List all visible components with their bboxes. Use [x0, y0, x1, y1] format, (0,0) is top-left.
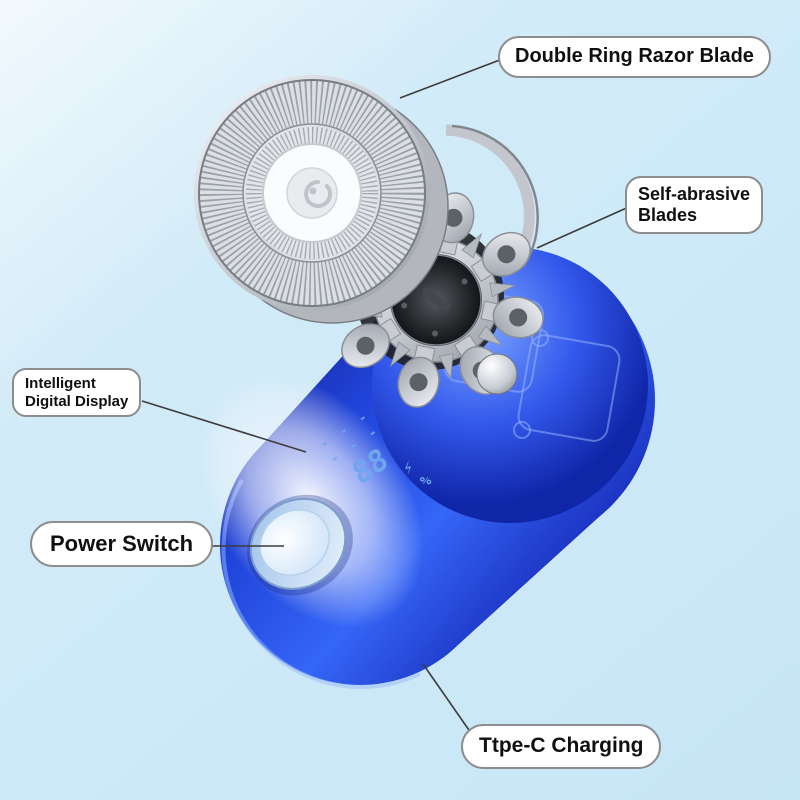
- razor-head-disc: [194, 75, 449, 324]
- leader-lines: [141, 57, 632, 734]
- callout-power-switch: Power Switch: [30, 521, 214, 567]
- callout-label: Blades: [638, 205, 698, 226]
- callout-label: Ttpe-C Charging: [479, 734, 644, 757]
- callout-double-ring-razor-blade: Double Ring Razor Blade: [498, 36, 771, 78]
- pivot-ball: [476, 353, 518, 395]
- callout-type-c-charging: Ttpe-C Charging: [461, 724, 662, 769]
- power-switch-button[interactable]: [228, 474, 373, 615]
- callout-label: Double Ring Razor Blade: [515, 45, 754, 67]
- leader-double-ring: [399, 57, 506, 99]
- callout-label: Intelligent: [25, 375, 96, 392]
- leader-type-c: [422, 663, 472, 734]
- callout-label: Digital Display: [25, 392, 129, 410]
- leader-self-abrasive: [536, 205, 632, 249]
- callout-label: Self-abrasive: [638, 184, 751, 204]
- callout-intelligent-digital-display: Intelligent Digital Display: [12, 368, 142, 418]
- callout-label: Power Switch: [50, 531, 194, 556]
- leader-digital-display: [141, 400, 307, 453]
- inner-foil-slits: [246, 127, 378, 259]
- outer-foil-slits: [199, 80, 425, 306]
- center-swirl-logo-icon: [304, 180, 333, 208]
- motor-slot: [422, 287, 451, 312]
- callout-self-abrasive-blades: Self-abrasive Blades: [625, 176, 764, 235]
